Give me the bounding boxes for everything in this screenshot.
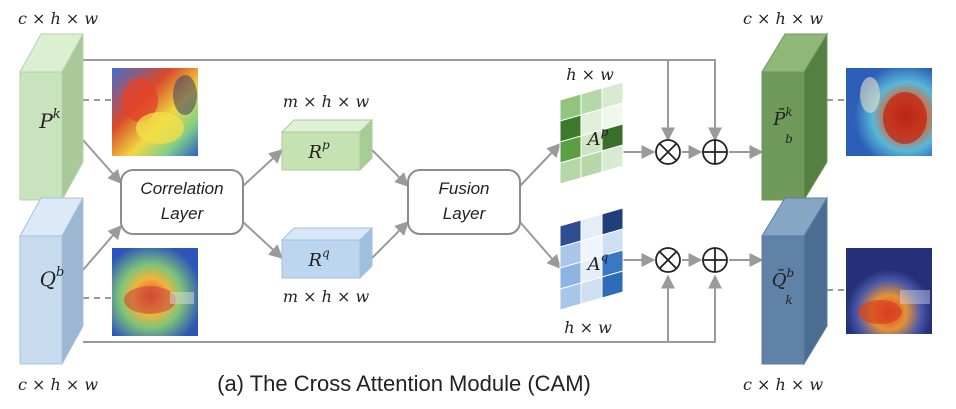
fusion-to-ap: [519, 142, 561, 187]
output-qk-block: Q̄b k: [761, 196, 828, 366]
input-q-dims: c × h × w: [18, 375, 98, 394]
rp-block: Rp: [280, 118, 374, 172]
add-operator-bottom: [702, 247, 728, 273]
ap-dims: h × w: [566, 65, 614, 84]
input-p-label: Pk: [38, 107, 60, 133]
correlation-to-rq: [242, 221, 284, 259]
figure-caption: (a) The Cross Attention Module (CAM): [217, 371, 591, 396]
add-operator-top: [702, 139, 728, 165]
heatmap-pb-image: [846, 68, 932, 156]
p-to-correlation: [82, 139, 122, 185]
fusion-layer-box: Fusion Layer: [407, 169, 521, 235]
output-pb-block: P̄k b: [761, 32, 828, 202]
output-qk-subscript: k: [785, 293, 792, 307]
aq-label: Aq: [586, 250, 609, 275]
aq-dims: h × w: [564, 318, 612, 337]
ap-label: Ap: [586, 125, 609, 150]
rq-to-fusion: [371, 221, 409, 259]
heatmap-p-image: [112, 68, 198, 156]
output-qk-dims: c × h × w: [743, 375, 823, 394]
heatmap-qk-image: [846, 248, 932, 334]
heatmap-q-image: [112, 248, 198, 336]
input-p-block: Pk: [19, 33, 84, 201]
fusion-label-line1: Fusion: [438, 179, 489, 198]
output-pb-dims: c × h × w: [743, 9, 823, 28]
correlation-label-line1: Correlation: [140, 179, 223, 198]
rq-block: Rq: [280, 226, 374, 280]
p-skip-line: [83, 59, 722, 142]
correlation-layer-box: Correlation Layer: [120, 169, 244, 235]
q-skip-line: [83, 274, 722, 343]
output-qk-label: Q̄b: [772, 266, 794, 291]
input-q-block: Qb: [19, 197, 84, 365]
rq-label: Rq: [307, 246, 330, 271]
multiply-operator-top: [655, 139, 681, 165]
rp-dims: m × h × w: [283, 92, 370, 111]
attention-map-aq: [559, 207, 624, 311]
fusion-to-aq: [519, 221, 561, 270]
correlation-label-line2: Layer: [161, 204, 205, 223]
input-q-label: Qb: [40, 265, 65, 291]
input-p-dims: c × h × w: [18, 9, 98, 28]
rp-label: Rp: [307, 138, 330, 163]
rp-to-fusion: [371, 149, 409, 187]
output-pb-subscript: b: [785, 132, 793, 146]
output-pb-label: P̄k: [772, 105, 792, 130]
multiply-operator-bottom: [655, 247, 681, 273]
attention-map-ap: [559, 81, 624, 185]
rq-dims: m × h × w: [283, 287, 370, 306]
fusion-label-line2: Layer: [443, 204, 487, 223]
q-to-correlation: [82, 224, 122, 271]
correlation-to-rp: [242, 149, 284, 187]
